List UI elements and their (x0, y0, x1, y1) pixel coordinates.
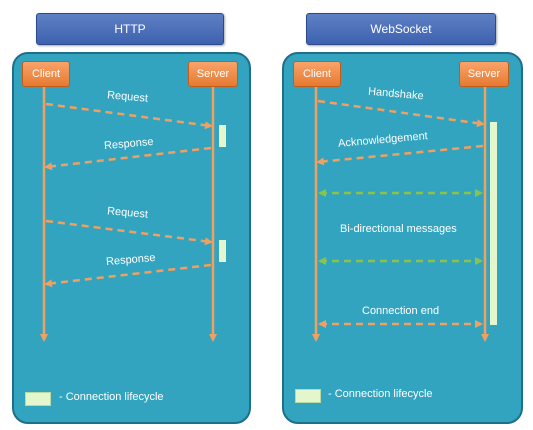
ws-end-label: Connection end (362, 305, 440, 317)
http-legend-text: - Connection lifecycle (59, 391, 164, 403)
http-lifecycle-bar-2 (219, 240, 226, 262)
http-response-arrow-2 (44, 263, 212, 288)
ws-legend-text: - Connection lifecycle (328, 388, 433, 400)
http-lifecycle-bar-1 (219, 125, 226, 147)
ws-legend-swatch (295, 389, 321, 403)
http-request-arrow-2 (45, 219, 213, 246)
http-legend-swatch (25, 392, 51, 406)
ws-ack-arrow (316, 144, 484, 166)
ws-server-box: Server (459, 61, 509, 87)
ws-client-box: Client (293, 61, 341, 87)
http-response-arrow-1 (44, 146, 212, 171)
ws-lifecycle-bar (490, 122, 497, 325)
websocket-title: WebSocket (306, 13, 496, 45)
http-client-box: Client (22, 61, 70, 87)
ws-bidi-label: Bi-directional messages (340, 223, 457, 235)
ws-handshake-arrow (317, 99, 485, 128)
http-request-arrow-1 (45, 102, 213, 130)
http-server-box: Server (188, 61, 238, 87)
http-title: HTTP (36, 13, 224, 45)
